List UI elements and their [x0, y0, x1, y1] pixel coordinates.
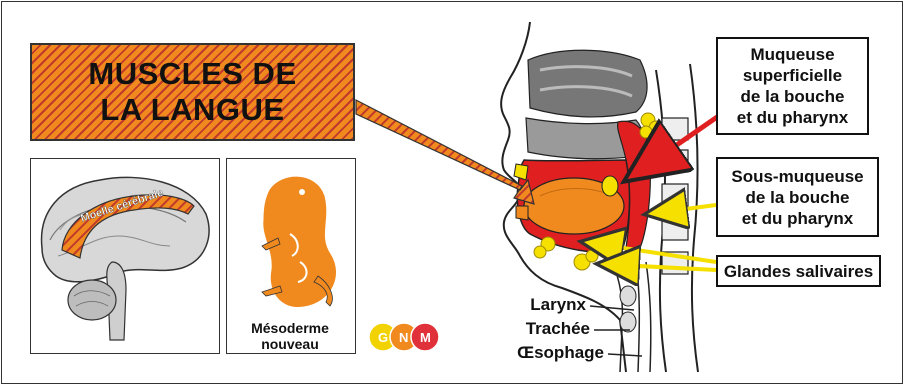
larynx-label: Larynx: [466, 295, 586, 315]
logo-letter-m: M: [420, 330, 431, 345]
muqueuse-label: Muqueuse superficielle de la bouche et d…: [716, 37, 869, 135]
title-arrow: [356, 100, 534, 204]
logo-letter-n: N: [399, 330, 408, 345]
logo-letter-g: G: [378, 330, 388, 345]
glandes-label: Glandes salivaires: [716, 255, 881, 287]
sous-muqueuse-label: Sous-muqueuse de la bouche et du pharynx: [716, 157, 879, 237]
gnm-logo: G N M: [369, 323, 439, 351]
larynx-pointer: [590, 306, 634, 310]
embryo-illustration: [262, 177, 336, 306]
glandes-arrow-2: [600, 264, 716, 270]
embryo-label: Mésoderme nouveau: [230, 320, 350, 352]
oesophage-pointer: [608, 354, 642, 356]
trachee-label: Trachée: [470, 319, 590, 339]
brain-illustration: Moelle cérébrale: [42, 177, 209, 340]
oesophage-label: Œsophage: [484, 343, 604, 363]
